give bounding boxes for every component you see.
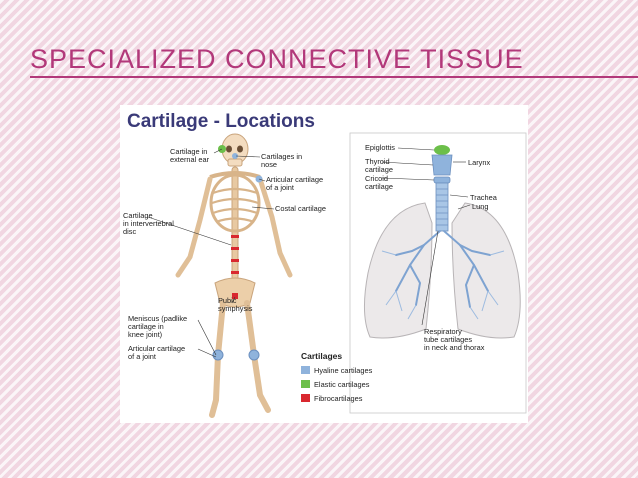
label-lung: Lung	[472, 202, 488, 211]
label-intervertebral-3: disc	[123, 227, 136, 236]
label-larynx: Larynx	[468, 158, 490, 167]
label-meniscus-3: knee joint)	[128, 330, 162, 339]
left-arm	[175, 176, 213, 278]
label-articular-bottom-2: of a joint	[128, 352, 156, 361]
thyroid-shape	[431, 154, 453, 176]
label-meniscus-1: Meniscus (padlike	[128, 314, 187, 323]
label-ear-2: external ear	[170, 155, 210, 164]
label-thyroid-1: Thyroid	[365, 157, 390, 166]
legend-swatch-fibro	[301, 394, 310, 402]
cartilage-legend: Cartilages Hyaline cartilages Elastic ca…	[301, 351, 373, 403]
label-intervertebral-2: in intervertebral	[123, 219, 174, 228]
label-trachea: Trachea	[470, 193, 498, 202]
label-intervertebral-1: Cartilage	[123, 211, 153, 220]
legend-label-elastic: Elastic cartilages	[314, 380, 370, 389]
nose-cartilage-mark	[232, 153, 238, 159]
label-respiratory-3: in neck and thorax	[424, 343, 485, 352]
left-leg	[209, 300, 226, 418]
pubic-mark	[232, 293, 238, 299]
label-meniscus-2: cartilage in	[128, 322, 164, 331]
label-costal: Costal cartilage	[275, 204, 326, 213]
legend-swatch-elastic	[301, 380, 310, 388]
legend-swatch-hyaline	[301, 366, 310, 374]
left-lung	[363, 202, 433, 339]
label-ear-1: Cartilage in	[170, 147, 207, 156]
slide-title: SPECIALIZED CONNECTIVE TISSUE	[30, 44, 524, 74]
label-pubic-2: symphysis	[218, 304, 253, 313]
bronchial-tree	[395, 230, 491, 308]
epiglottis-shape	[434, 145, 450, 155]
label-cricoid-2: cartilage	[365, 182, 393, 191]
label-cricoid-1: Cricoid	[365, 174, 388, 183]
label-articular-top-2: of a joint	[266, 183, 294, 192]
legend-label-hyaline: Hyaline cartilages	[314, 366, 373, 375]
legend-title: Cartilages	[301, 351, 342, 361]
lungs-illustration	[363, 145, 521, 339]
right-leg	[244, 300, 271, 413]
figure-illustration: Cartilage in external ear Cartilages in …	[123, 132, 527, 418]
cartilage-figure: Cartilage - Locations	[120, 105, 528, 423]
label-thyroid-2: cartilage	[365, 165, 393, 174]
right-arm	[257, 176, 293, 278]
label-nose-1: Cartilages in	[261, 152, 302, 161]
label-epiglottis: Epiglottis	[365, 143, 395, 152]
label-respiratory-2: tube cartilages	[424, 335, 472, 344]
title-underline	[30, 76, 638, 78]
label-nose-2: nose	[261, 160, 277, 169]
label-articular-bottom-1: Articular cartilage	[128, 344, 185, 353]
legend-label-fibro: Fibrocartilages	[314, 394, 363, 403]
label-respiratory-1: Respiratory	[424, 327, 462, 336]
figure-title: Cartilage - Locations	[127, 111, 315, 132]
label-articular-top-1: Articular cartilage	[266, 175, 323, 184]
label-pubic-1: Pubic	[218, 296, 237, 305]
